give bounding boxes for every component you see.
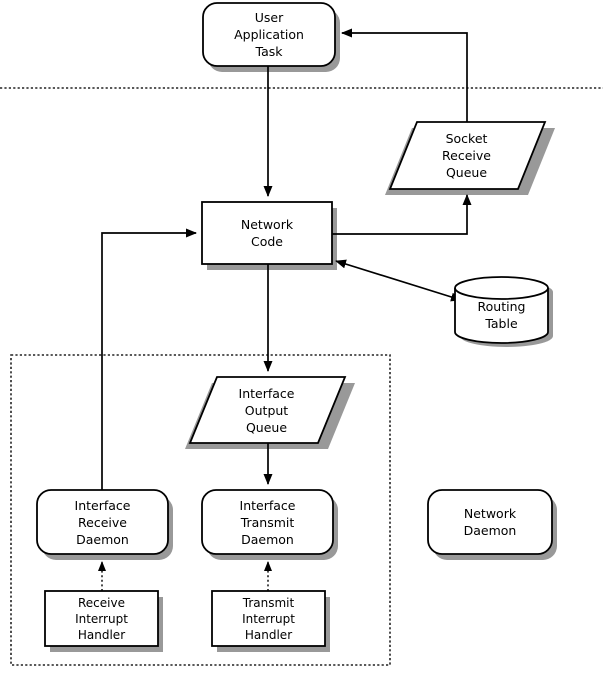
node-user-application-task[interactable] [202, 2, 336, 67]
node-transmit-interrupt-handler[interactable] [211, 590, 326, 647]
node-network-daemon[interactable] [427, 489, 553, 555]
routing-table-top-ellipse-arc [454, 287, 549, 300]
edge-receive-daemon-to-network-code [101, 228, 197, 490]
node-socket-receive-queue[interactable] [388, 121, 547, 190]
node-receive-interrupt-handler[interactable] [44, 590, 159, 647]
node-interface-transmit-daemon[interactable] [201, 489, 334, 555]
node-network-code[interactable] [201, 201, 333, 265]
network-daemon-group-boundary [10, 354, 391, 666]
edge-network-code-to-socket-queue [332, 194, 472, 235]
node-shapes [36, 2, 553, 647]
node-routing-table[interactable] [454, 276, 549, 344]
interrupt-edges [98, 561, 272, 591]
node-interface-receive-daemon[interactable] [36, 489, 169, 555]
diagram-edges [101, 28, 472, 490]
node-interface-output-queue[interactable] [188, 376, 347, 444]
edge-socket-queue-to-user-app [341, 28, 468, 122]
edge-network-code-routing-table [335, 259, 462, 302]
